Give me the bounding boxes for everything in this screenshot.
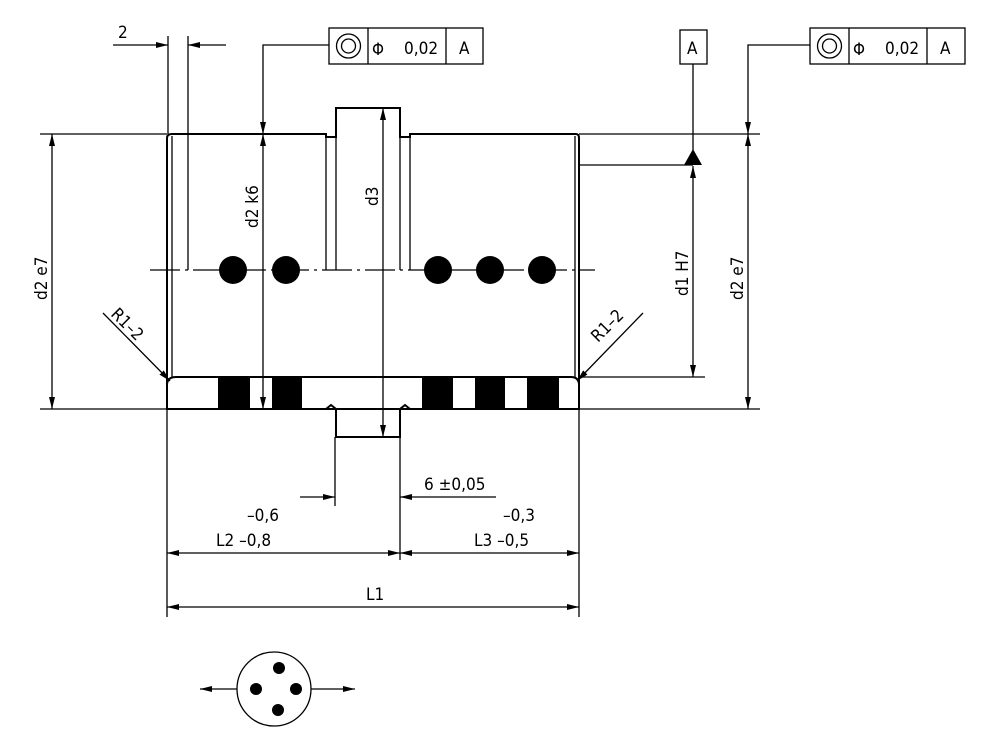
datum-a: A [579, 29, 708, 166]
d2-e7-right-dimension: d2 e7 [579, 133, 760, 410]
svg-text:L2 –0,8: L2 –0,8 [216, 531, 271, 551]
chamfer-dimension: 2 [113, 23, 226, 270]
svg-text:R1–2: R1–2 [106, 304, 147, 345]
svg-text:L1: L1 [366, 585, 384, 605]
concentricity-icon [816, 33, 843, 59]
concentricity-icon [335, 33, 362, 59]
svg-text:d1 H7: d1 H7 [673, 250, 693, 296]
l1-dimension: L1 [167, 585, 579, 610]
svg-text:2: 2 [118, 23, 128, 43]
feature-control-frame-left: Φ 0,02 A [260, 27, 484, 134]
svg-text:A: A [459, 39, 470, 59]
radius-right: R1–2 [576, 306, 644, 382]
svg-text:d2 e7: d2 e7 [728, 257, 748, 300]
svg-text:0,02: 0,02 [404, 39, 438, 59]
svg-text:Φ: Φ [372, 40, 384, 60]
svg-text:–0,3: –0,3 [503, 506, 535, 526]
svg-text:d2 e7: d2 e7 [32, 257, 52, 300]
bushing-body [166, 107, 580, 410]
d2-k6-dimension: d2 k6 [243, 134, 266, 409]
section-view [166, 376, 580, 438]
svg-text:L3 –0,5: L3 –0,5 [474, 531, 529, 551]
balls [219, 256, 556, 284]
l3-dimension: –0,3 L3 –0,5 [400, 409, 580, 617]
radius-left: R1–2 [102, 304, 171, 382]
svg-text:d3: d3 [363, 187, 383, 206]
seal-blocks [218, 377, 559, 409]
svg-text:Φ: Φ [853, 40, 865, 60]
svg-text:R1–2: R1–2 [587, 306, 628, 347]
end-view-symbol [200, 651, 355, 727]
svg-text:6 ±0,05: 6 ±0,05 [424, 475, 485, 495]
svg-text:A: A [687, 39, 698, 59]
svg-text:0,02: 0,02 [885, 39, 919, 59]
d2-e7-left-dimension: d2 e7 [32, 133, 167, 410]
svg-text:–0,6: –0,6 [247, 506, 279, 526]
svg-text:d2 k6: d2 k6 [243, 185, 263, 228]
l2-dimension: –0,6 L2 –0,8 [166, 409, 400, 617]
d3-dimension: d3 [363, 108, 386, 437]
collar-width-dimension: 6 ±0,05 [300, 437, 496, 560]
feature-control-frame-right: Φ 0,02 A [745, 27, 966, 134]
d1-h7-dimension: d1 H7 [579, 166, 705, 378]
svg-text:A: A [940, 39, 951, 59]
